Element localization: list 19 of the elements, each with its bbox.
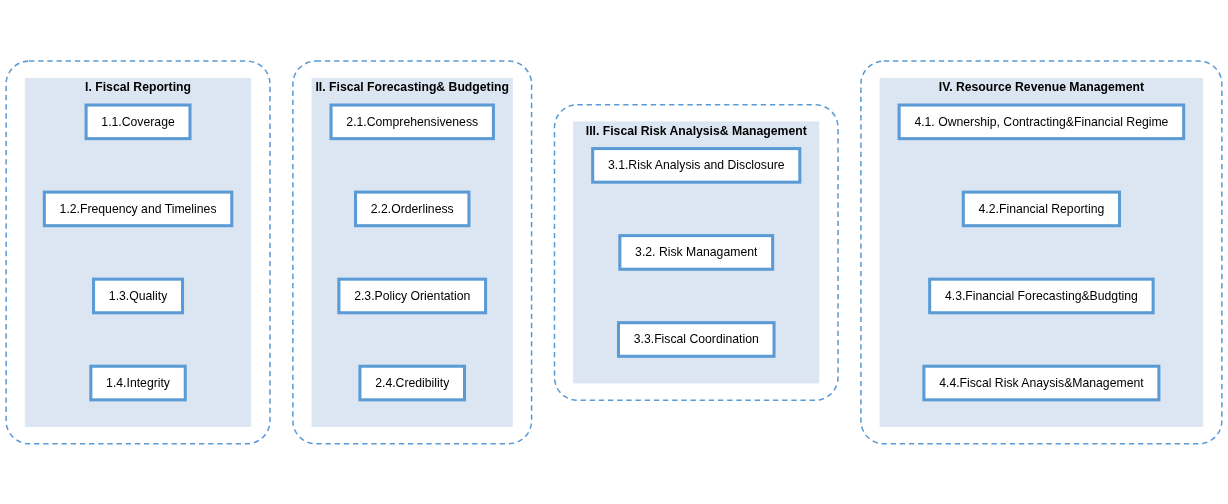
cluster	[553, 103, 839, 401]
node-box: 1.2.Frequency and Timelines	[42, 190, 234, 227]
node-box: 4.2.Financial Reporting	[961, 190, 1122, 227]
node-box: 1.4.Integrity	[89, 364, 187, 401]
node-box: 3.3.Fiscal Coordination	[616, 320, 776, 358]
node-box: 1.3.Quality	[92, 277, 185, 314]
node-box: 1.1.Coverage	[84, 103, 192, 140]
node-box: 4.1. Ownership, Contracting&Financial Regime	[897, 103, 1186, 140]
cluster	[292, 59, 533, 445]
node-box: 2.4.Credibility	[358, 364, 467, 401]
node-box: 2.3.Policy Orientation	[337, 277, 488, 314]
node-box: 4.3.Financial Forecasting&Budgting	[928, 277, 1155, 314]
node-box: 4.4.Fiscal Risk Anaysis&Management	[922, 364, 1161, 401]
node-box: 3.1.Risk Analysis and Disclosure	[591, 146, 802, 184]
cluster	[860, 59, 1223, 445]
cluster	[5, 59, 271, 445]
node-box: 3.2. Risk Managament	[618, 233, 775, 271]
node-box: 2.1.Comprehensiveness	[329, 103, 495, 140]
node-box: 2.2.Orderliness	[354, 190, 471, 227]
